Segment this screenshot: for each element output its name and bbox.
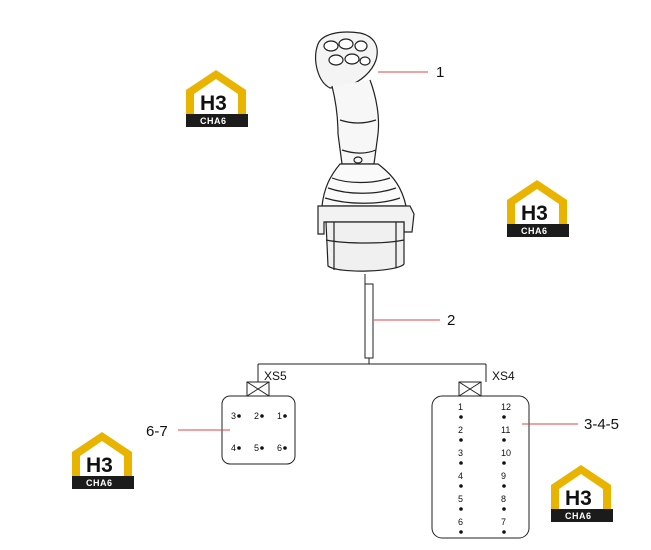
xs5-pin-dot [237,446,241,450]
xs5-pin-dot [260,414,264,418]
watermark-logo: H3 CHA6 [551,465,613,522]
xs4-pin-label: 4 [458,471,463,481]
xs5-pin-dot [283,414,287,418]
callout-1: 1 [436,64,444,81]
watermark-logo: H3 CHA6 [72,432,134,489]
connector-xs4: XS4 1 12 2 11 3 10 4 9 5 8 6 7 [431,369,530,539]
svg-text:CHA6: CHA6 [200,116,227,126]
svg-text:H3: H3 [200,92,227,115]
svg-text:H3: H3 [521,202,548,225]
svg-text:H3: H3 [86,454,113,477]
xs5-pin-label: 1 [277,411,282,421]
xs4-pin-dot [502,415,506,419]
xs4-pin-dot [502,484,506,488]
xs4-pin-dot [459,415,463,419]
xs4-pin-dot [459,484,463,488]
callout-6-7: 6-7 [146,423,168,440]
callout-leaders [178,71,578,431]
xs4-pin-label: 5 [458,494,463,504]
xs4-pin-label: 11 [501,425,510,435]
xs5-pin-label: 4 [231,443,236,453]
xs4-label: XS4 [492,369,515,383]
xs5-pin-label: 5 [254,443,259,453]
watermark-logo: H3 CHA6 [507,180,569,237]
xs4-pin-label: 9 [501,471,506,481]
watermark-logo: H3 CHA6 [186,70,248,127]
callout-2: 2 [447,312,455,329]
xs4-pin-dot [459,507,463,511]
xs4-pin-dot [459,461,463,465]
joystick-handle [315,31,415,272]
xs4-pin-label: 8 [501,494,506,504]
xs4-pin-dot [502,461,506,465]
svg-text:H3: H3 [565,487,592,510]
xs4-pin-grid: 1 12 2 11 3 10 4 9 5 8 6 7 [458,402,511,534]
callout-3-4-5: 3-4-5 [584,416,619,433]
xs5-label: XS5 [264,369,287,383]
xs4-pin-label: 12 [501,402,511,412]
xs4-pin-dot [502,507,506,511]
xs4-pin-dot [459,438,463,442]
svg-text:CHA6: CHA6 [521,226,548,236]
xs5-pin-dot [260,446,264,450]
xs5-pin-label: 3 [231,411,236,421]
xs5-pin-grid: 3 2 1 4 5 6 [231,411,287,453]
svg-text:CHA6: CHA6 [565,511,592,521]
xs5-pin-dot [283,446,287,450]
xs4-pin-dot [459,530,463,534]
xs4-pin-dot [502,438,506,442]
xs5-pin-label: 6 [277,443,282,453]
xs4-pin-label: 2 [458,425,463,435]
cable [257,274,487,382]
xs4-pin-label: 1 [458,402,463,412]
xs4-pin-dot [502,530,506,534]
xs4-pin-label: 10 [501,448,511,458]
connector-xs5: XS5 3 2 1 4 5 6 [221,369,296,465]
xs5-pin-label: 2 [254,411,259,421]
xs5-pin-dot [237,414,241,418]
xs4-pin-label: 3 [458,448,463,458]
svg-text:CHA6: CHA6 [86,478,113,488]
xs4-pin-label: 7 [501,517,506,527]
xs4-pin-label: 6 [458,517,463,527]
